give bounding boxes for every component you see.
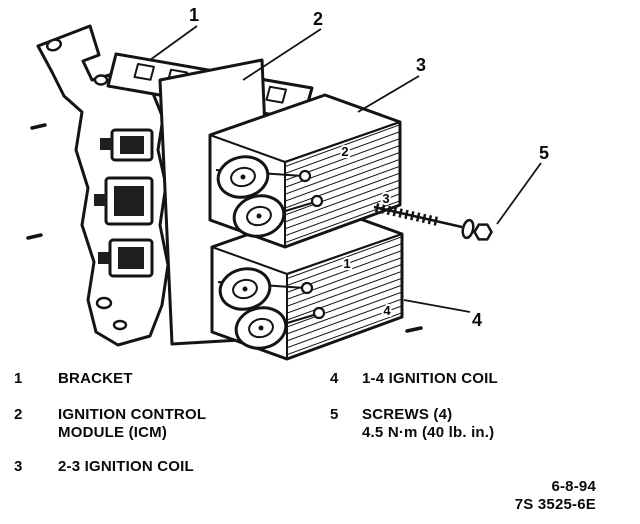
bracket-hole [93,74,109,86]
legend-num-4: 4 [330,370,339,387]
assembly-diagram: 1 2 3 5 4 2 3 1 4 [26,5,549,361]
legend-label-screws: SCREWS (4) 4.5 N·m (40 lb. in.) [362,406,494,442]
terminal-label-2: 2 [341,144,348,159]
terminal-label-4: 4 [383,303,391,318]
legend-label-coil-14: 1-4 IGNITION COIL [362,370,498,387]
legend-label-icm-line2: MODULE (ICM) [58,424,168,441]
doc-date: 6-8-94 [551,478,596,495]
legend-num-5: 5 [330,406,339,423]
legend-num-3: 3 [14,458,23,475]
callout-1: 1 [189,5,199,25]
callout-3: 3 [416,55,426,75]
legend-label-icm-line1: IGNITION CONTROL [58,406,207,423]
callout-5: 5 [539,143,549,163]
terminal-label-3: 3 [382,191,389,206]
legend-label-screws-line2: 4.5 N·m (40 lb. in.) [362,424,495,441]
legend-label-bracket: BRACKET [58,370,133,387]
legend-label-icm: IGNITION CONTROL MODULE (ICM) [58,406,206,442]
callout-4: 4 [472,310,482,330]
legend: 1 BRACKET 2 IGNITION CONTROL MODULE (ICM… [0,362,640,524]
callout-2: 2 [313,9,323,29]
bracket-hole [46,38,62,52]
callout-leaders [149,25,542,313]
tick-marks [26,123,423,333]
icm-connectors [94,128,154,278]
doc-info: 6-8-94 7S 3525-6E [515,478,596,514]
legend-label-coil-23: 2-3 IGNITION COIL [58,458,194,475]
legend-num-1: 1 [14,370,23,387]
screw [373,203,493,241]
bracket-hole [112,319,128,331]
bracket-hole [95,296,113,310]
legend-num-2: 2 [14,406,23,423]
legend-label-screws-line1: SCREWS (4) [362,406,453,423]
terminal-label-1: 1 [343,256,350,271]
doc-code: 7S 3525-6E [514,496,596,513]
